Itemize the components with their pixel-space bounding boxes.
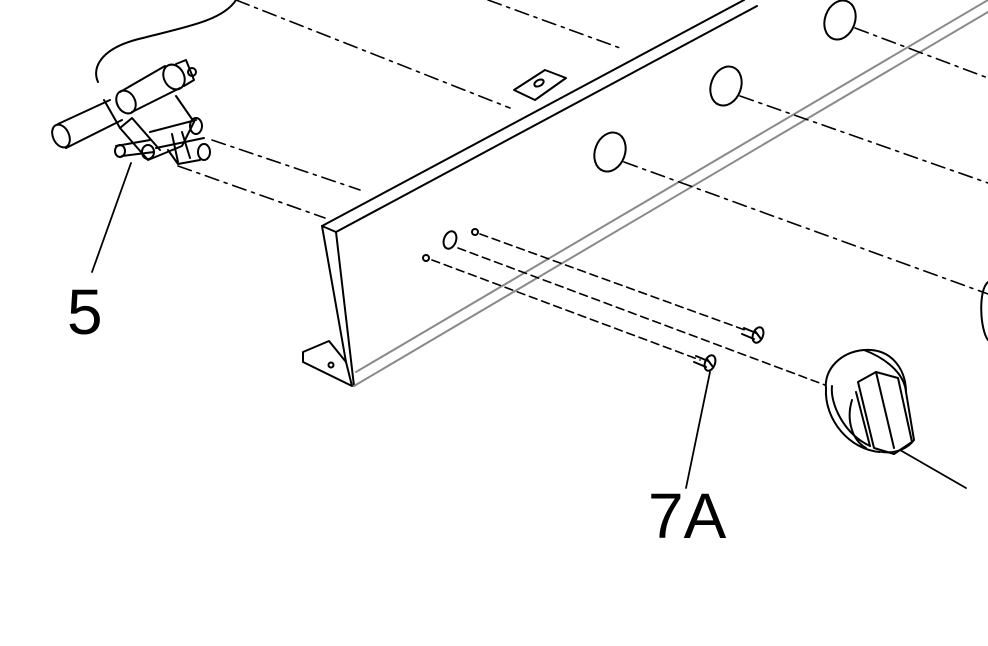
valve-hole xyxy=(709,65,743,107)
small-hole xyxy=(442,230,458,250)
leader-line-knob xyxy=(899,449,967,489)
valve-hole xyxy=(823,0,857,41)
screw-upper xyxy=(741,326,765,344)
leader-lines xyxy=(91,162,967,489)
callout-label-7a: 7A xyxy=(648,480,727,552)
control-panel xyxy=(302,0,758,387)
screw-hole xyxy=(471,228,479,236)
mounting-hole-icon xyxy=(327,361,335,369)
screw-hole xyxy=(422,254,430,262)
control-knob xyxy=(824,348,915,455)
valve-hole xyxy=(593,131,627,173)
screw-lines xyxy=(431,233,826,386)
leader-line-5 xyxy=(91,162,132,273)
screw-lower xyxy=(693,354,717,372)
callout-label-5: 5 xyxy=(67,276,103,348)
leader-line-7a xyxy=(685,371,711,489)
alignment-lines xyxy=(177,0,988,295)
gas-valve xyxy=(51,0,237,165)
panel-bottom-edge xyxy=(353,0,988,387)
